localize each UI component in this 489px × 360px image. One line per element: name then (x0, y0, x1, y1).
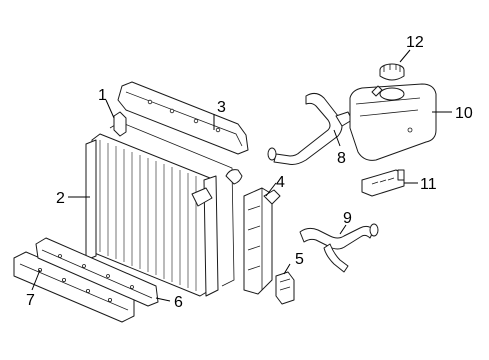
callout-9: 9 (343, 210, 352, 227)
callout-3: 3 (217, 99, 226, 116)
small-bracket (275, 271, 295, 305)
callout-5: 5 (295, 251, 304, 268)
lower-support-strip (35, 237, 159, 307)
callout-7: 7 (26, 292, 35, 309)
upper-radiator-cover (117, 81, 249, 155)
callout-10: 10 (455, 105, 473, 122)
lower-air-guide (13, 251, 135, 323)
callout-12: 12 (406, 34, 424, 51)
tank-mount-bracket (361, 169, 405, 197)
callout-6: 6 (174, 294, 183, 311)
callout-1: 1 (98, 87, 107, 104)
callout-4: 4 (276, 174, 285, 191)
radiator-mount-bracket (113, 111, 127, 137)
reservoir-cap (379, 63, 405, 81)
lower-coolant-hose (299, 223, 379, 273)
callout-2: 2 (56, 190, 65, 207)
coolant-expansion-tank (349, 83, 437, 161)
callout-11: 11 (420, 176, 437, 193)
side-air-duct (243, 187, 281, 295)
callout-labels: 1 2 3 4 5 6 7 8 9 10 11 12 (26, 34, 473, 311)
leader-lines (31, 49, 452, 302)
callout-8: 8 (337, 150, 346, 167)
upper-coolant-hose (267, 92, 353, 165)
